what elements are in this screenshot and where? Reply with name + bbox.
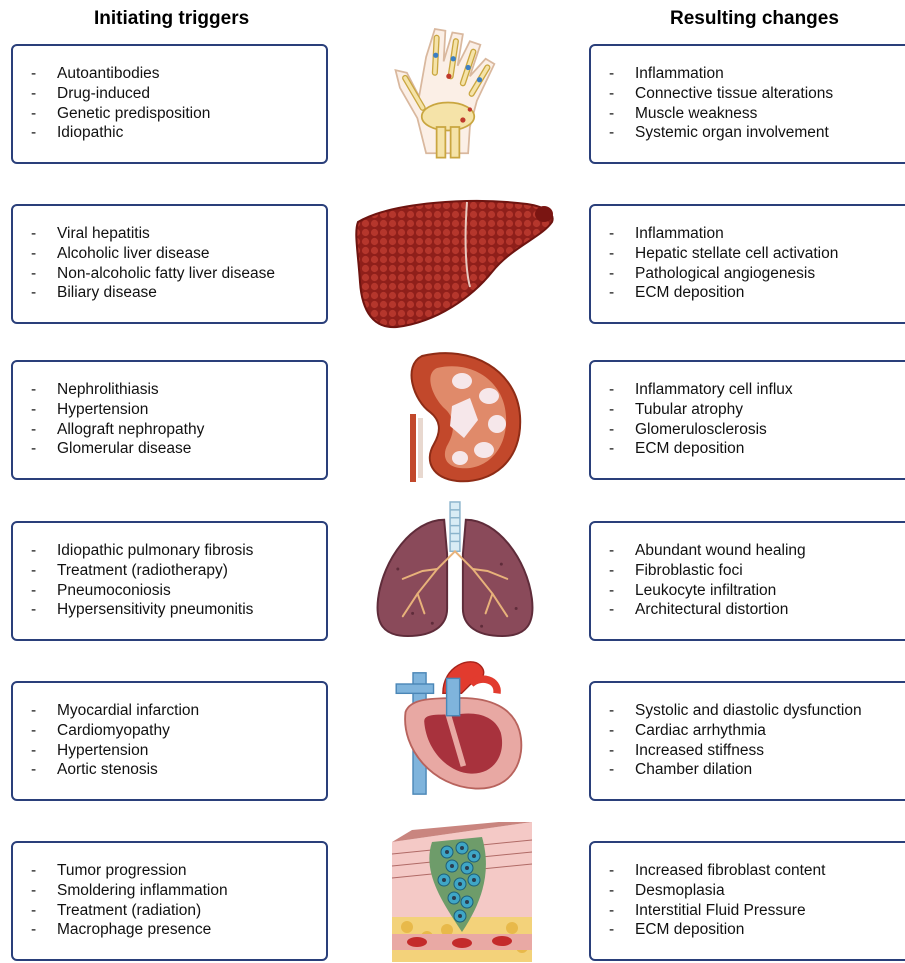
change-item: Leukocyte infiltration xyxy=(609,581,905,601)
trigger-item: Treatment (radiation) xyxy=(31,901,318,921)
trigger-item: Pneumoconiosis xyxy=(31,581,318,601)
change-item: Interstitial Fluid Pressure xyxy=(609,901,905,921)
trigger-item: Allograft nephropathy xyxy=(31,420,318,440)
trigger-item: Smoldering inflammation xyxy=(31,881,318,901)
change-item: Systemic organ involvement xyxy=(609,123,905,143)
triggers-box-heart: Myocardial infarction Cardiomyopathy Hyp… xyxy=(11,681,328,801)
change-item: Abundant wound healing xyxy=(609,541,905,561)
trigger-item: Cardiomyopathy xyxy=(31,721,318,741)
trigger-item: Idiopathic xyxy=(31,123,318,143)
lungs-icon xyxy=(352,500,558,640)
change-item: Desmoplasia xyxy=(609,881,905,901)
trigger-item: Treatment (radiotherapy) xyxy=(31,561,318,581)
triggers-heading: Initiating triggers xyxy=(94,8,249,30)
change-item: Inflammatory cell influx xyxy=(609,380,905,400)
triggers-box-joints: Autoantibodies Drug-induced Genetic pred… xyxy=(11,44,328,164)
trigger-item: Hypersensitivity pneumonitis xyxy=(31,600,318,620)
changes-box-tumor: Increased fibroblast content Desmoplasia… xyxy=(589,841,905,961)
change-item: Hepatic stellate cell activation xyxy=(609,244,905,264)
trigger-item: Idiopathic pulmonary fibrosis xyxy=(31,541,318,561)
change-item: Inflammation xyxy=(609,224,905,244)
trigger-item: Viral hepatitis xyxy=(31,224,318,244)
trigger-item: Biliary disease xyxy=(31,283,318,303)
kidney-icon xyxy=(352,346,558,486)
changes-box-joints: Inflammation Connective tissue alteratio… xyxy=(589,44,905,164)
trigger-item: Glomerular disease xyxy=(31,439,318,459)
change-item: Chamber dilation xyxy=(609,760,905,780)
heart-icon xyxy=(352,656,558,796)
change-item: Fibroblastic foci xyxy=(609,561,905,581)
hand-joints-icon xyxy=(352,22,558,162)
liver-icon xyxy=(352,192,558,332)
change-item: Architectural distortion xyxy=(609,600,905,620)
change-item: Cardiac arrhythmia xyxy=(609,721,905,741)
change-item: ECM deposition xyxy=(609,283,905,303)
change-item: Increased fibroblast content xyxy=(609,861,905,881)
changes-box-lungs: Abundant wound healing Fibroblastic foci… xyxy=(589,521,905,641)
change-item: Systolic and diastolic dysfunction xyxy=(609,701,905,721)
changes-box-liver: Inflammation Hepatic stellate cell activ… xyxy=(589,204,905,324)
change-item: ECM deposition xyxy=(609,439,905,459)
change-item: Inflammation xyxy=(609,64,905,84)
trigger-item: Autoantibodies xyxy=(31,64,318,84)
trigger-item: Hypertension xyxy=(31,400,318,420)
change-item: Glomerulosclerosis xyxy=(609,420,905,440)
trigger-item: Drug-induced xyxy=(31,84,318,104)
trigger-item: Aortic stenosis xyxy=(31,760,318,780)
trigger-item: Myocardial infarction xyxy=(31,701,318,721)
trigger-item: Genetic predisposition xyxy=(31,104,318,124)
change-item: Pathological angiogenesis xyxy=(609,264,905,284)
trigger-item: Hypertension xyxy=(31,741,318,761)
changes-box-kidney: Inflammatory cell influx Tubular atrophy… xyxy=(589,360,905,480)
trigger-item: Macrophage presence xyxy=(31,920,318,940)
change-item: Connective tissue alterations xyxy=(609,84,905,104)
changes-box-heart: Systolic and diastolic dysfunction Cardi… xyxy=(589,681,905,801)
triggers-box-liver: Viral hepatitis Alcoholic liver disease … xyxy=(11,204,328,324)
trigger-item: Tumor progression xyxy=(31,861,318,881)
change-item: ECM deposition xyxy=(609,920,905,940)
triggers-box-kidney: Nephrolithiasis Hypertension Allograft n… xyxy=(11,360,328,480)
trigger-item: Alcoholic liver disease xyxy=(31,244,318,264)
triggers-box-tumor: Tumor progression Smoldering inflammatio… xyxy=(11,841,328,961)
change-item: Increased stiffness xyxy=(609,741,905,761)
trigger-item: Nephrolithiasis xyxy=(31,380,318,400)
triggers-box-lungs: Idiopathic pulmonary fibrosis Treatment … xyxy=(11,521,328,641)
trigger-item: Non-alcoholic fatty liver disease xyxy=(31,264,318,284)
tumor-tissue-icon xyxy=(352,822,558,962)
changes-heading: Resulting changes xyxy=(670,8,839,30)
change-item: Tubular atrophy xyxy=(609,400,905,420)
change-item: Muscle weakness xyxy=(609,104,905,124)
